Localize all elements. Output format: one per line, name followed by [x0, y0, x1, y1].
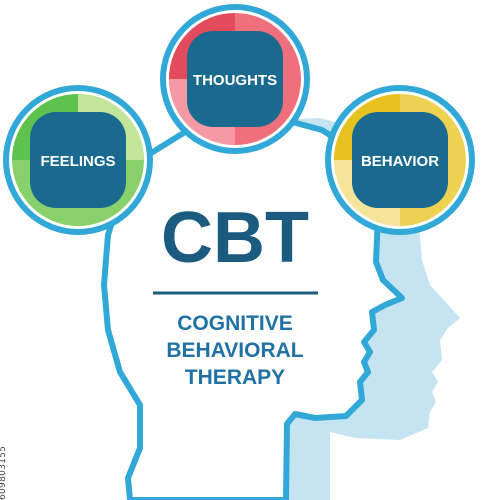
thoughts-node: THOUGHTS [160, 4, 310, 154]
thoughts-label: THOUGHTS [193, 72, 277, 89]
feelings-label: FEELINGS [40, 153, 115, 170]
behavior-label: BEHAVIOR [361, 153, 439, 170]
cbt-title: CBT [161, 198, 309, 278]
subtitle-line-2: BEHAVIORAL [166, 339, 303, 362]
stock-image-id: 609803155 [0, 445, 8, 500]
behavior-node: BEHAVIOR [325, 85, 475, 235]
subtitle-line-3: THERAPY [185, 366, 285, 389]
subtitle-line-1: COGNITIVE [177, 312, 293, 335]
head-silhouette [101, 117, 405, 500]
feelings-node: FEELINGS [3, 85, 153, 235]
